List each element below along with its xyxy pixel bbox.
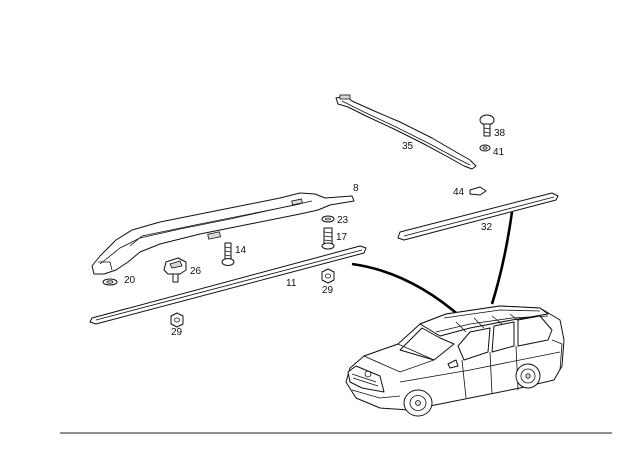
- part-44-clip: [469, 186, 487, 196]
- part-29-nut-upper: [321, 268, 335, 284]
- part-26-bracket: [163, 257, 187, 283]
- callout-11: 11: [286, 278, 297, 289]
- part-35-cross-bar: [335, 94, 477, 170]
- callout-14: 14: [235, 245, 247, 256]
- callout-41: 41: [493, 147, 505, 158]
- part-32-trim-strip: [397, 192, 559, 241]
- part-41-washer: [479, 144, 491, 152]
- part-38-knob: [479, 114, 495, 137]
- callout-29-upper: 29: [322, 285, 334, 296]
- callout-23: 23: [337, 215, 349, 226]
- part-8-side-rail: [91, 192, 355, 275]
- callout-17: 17: [336, 232, 348, 243]
- callout-20: 20: [124, 275, 136, 286]
- pointer-arrow-strip: [490, 211, 514, 305]
- pointer-arrow-rail: [351, 262, 463, 319]
- car-illustration: [345, 305, 565, 417]
- callout-8: 8: [353, 183, 359, 194]
- callout-44: 44: [453, 187, 465, 198]
- part-20-washer: [102, 278, 118, 286]
- part-29-nut-lower: [170, 312, 184, 328]
- part-11-lower-strip: [89, 245, 367, 325]
- part-17-stud: [321, 227, 335, 250]
- callout-29-lower: 29: [171, 327, 183, 338]
- callout-38: 38: [494, 128, 506, 139]
- callout-32: 32: [481, 222, 493, 233]
- callout-26: 26: [190, 266, 202, 277]
- callout-35: 35: [402, 141, 414, 152]
- part-23-washer: [321, 215, 335, 223]
- part-14-bolt: [221, 242, 235, 266]
